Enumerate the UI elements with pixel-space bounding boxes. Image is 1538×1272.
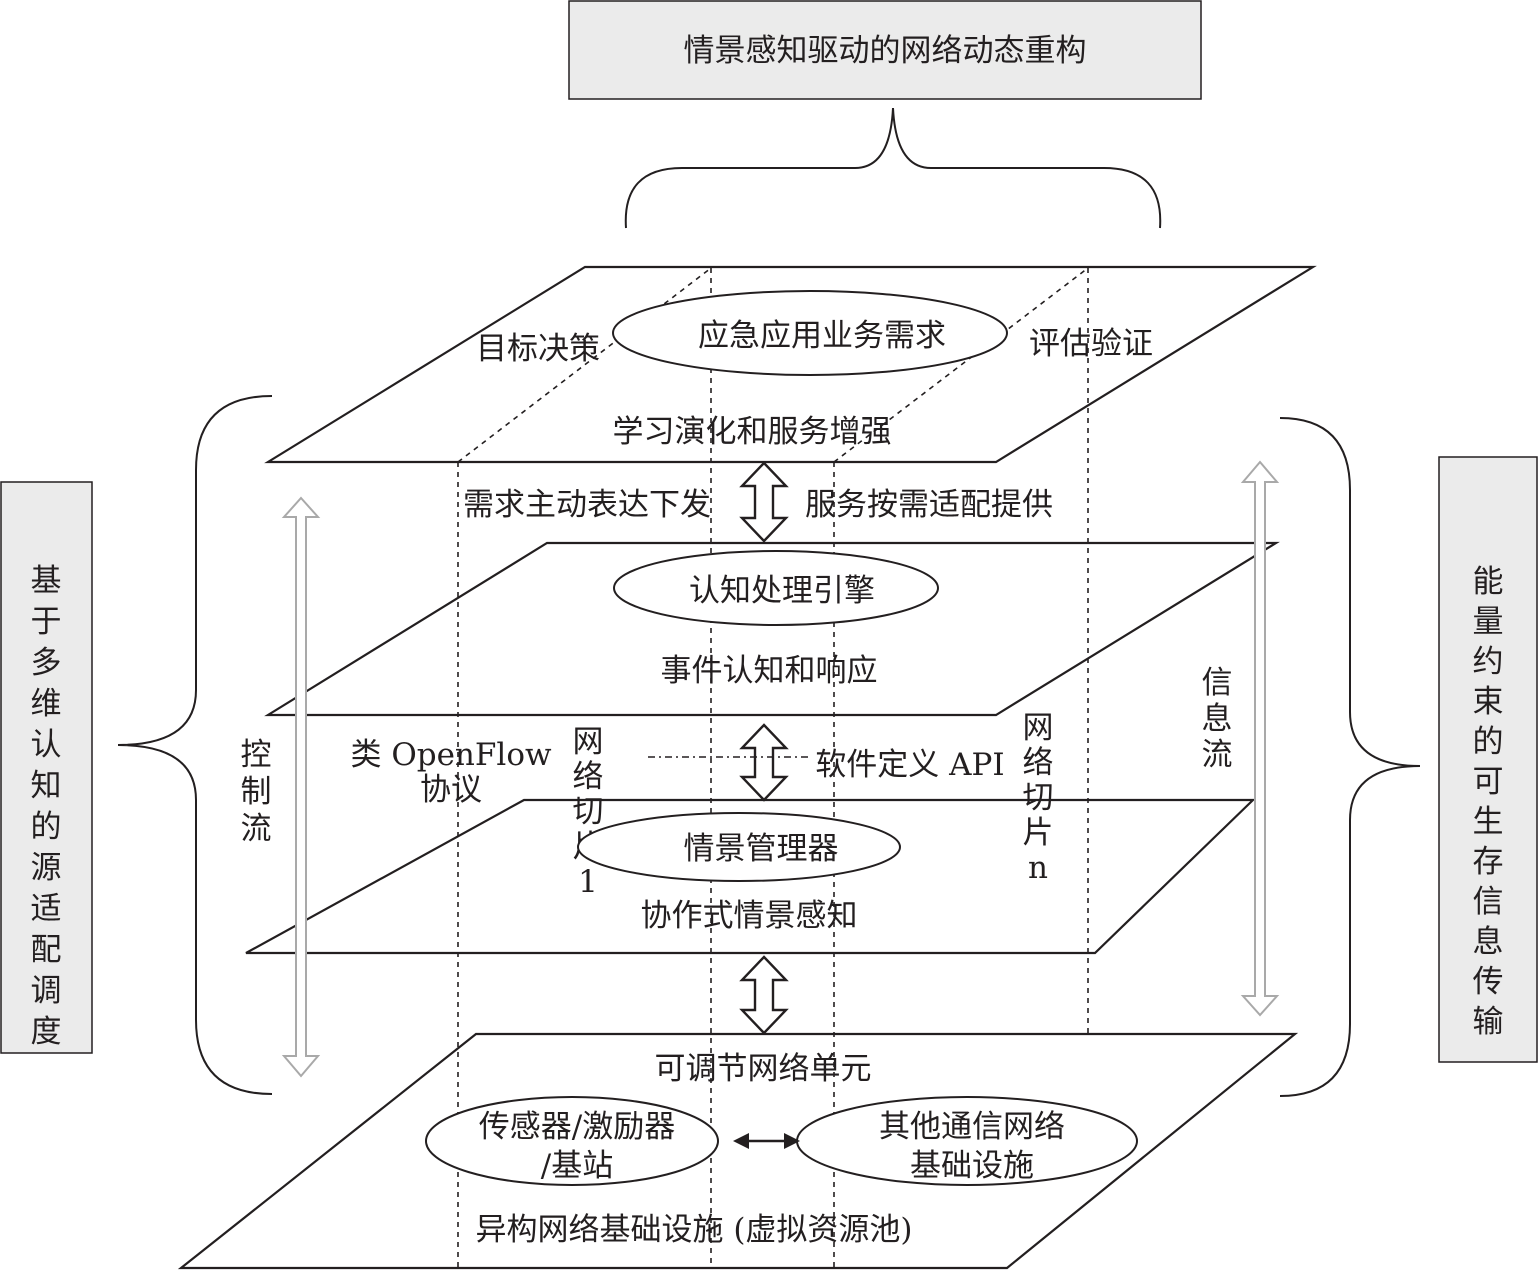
ellipse-context-manager [577,812,901,882]
label-emergency-demand: 应急应用业务需求 [698,318,946,354]
label-heterogeneous-infra: 异构网络基础设施 (虚拟资源池) [475,1212,912,1248]
ellipse-sensors [425,1096,719,1186]
vertical-char: 生 [1473,804,1504,840]
label-sensors-line2: /基站 [541,1148,613,1184]
info-flow-arrow [1240,460,1280,1017]
vertical-char: 适 [31,891,62,927]
vertical-char: 调 [31,973,62,1009]
label-software-defined-api: 软件定义 API [815,747,1004,783]
right-side-box [1438,456,1538,1063]
top-title-box [568,0,1202,100]
label-info-flow: 信息流 [1202,665,1233,773]
top-brace [624,107,1162,229]
top-title-label: 情景感知驱动的网络动态重构 [684,33,1087,69]
vertical-char: 存 [1473,844,1504,880]
vertical-char: 络 [1023,745,1054,781]
vertical-char: 束 [1473,684,1504,720]
vertical-char: 基 [31,563,62,599]
vertical-char: 信 [1202,665,1233,701]
label-other-networks-line2: 基础设施 [910,1148,1034,1184]
label-network-slice-1: 网络切片1 [573,724,604,900]
arrow-layer2-layer3 [739,723,789,802]
vertical-char: 可 [1473,764,1504,800]
label-cognitive-engine: 认知处理引擎 [689,573,875,609]
vertical-char: 信 [1473,884,1504,920]
plane-layer-4 [177,1032,1299,1270]
label-openflow-line2: 协议 [420,772,482,808]
label-evaluation: 评估验证 [1029,326,1153,362]
label-other-networks-line1: 其他通信网络 [879,1109,1065,1145]
vertical-char: 络 [573,759,604,795]
vertical-char: 知 [31,768,62,804]
left-side-label: 基于多维认知的源适配调度 [31,563,62,1050]
vertical-char: 传 [1473,964,1504,1000]
label-demand-expression: 需求主动表达下发 [463,487,711,523]
vertical-char: 输 [1473,1004,1504,1040]
label-adjustable-unit: 可调节网络单元 [655,1051,872,1087]
vertical-char: 网 [1023,710,1054,746]
vertical-char: 控 [241,737,272,773]
vertical-char: 流 [241,811,272,847]
vertical-char: 制 [241,774,272,810]
label-context-manager: 情景管理器 [684,831,839,867]
vertical-char: 约 [1473,644,1504,680]
label-collaborative-sensing: 协作式情景感知 [641,898,858,934]
vertical-char: 于 [31,604,62,640]
vertical-char: 配 [31,932,62,968]
vertical-char: 息 [1202,701,1233,737]
vertical-char: 网 [573,724,604,760]
vertical-char: 能 [1473,564,1504,600]
vertical-char: 源 [31,850,62,886]
vertical-char: 量 [1473,604,1504,640]
label-control-flow: 控制流 [241,737,272,847]
vertical-char: 的 [1473,724,1504,760]
vertical-char: 息 [1473,924,1504,960]
label-learning-evolution: 学习演化和服务增强 [613,414,892,450]
arrow-sensors-networks [733,1133,800,1149]
plane-layer-2 [264,541,1280,717]
label-goal-decision: 目标决策 [476,331,600,367]
arrow-layer3-layer4 [739,955,789,1035]
vertical-char: 度 [31,1014,62,1050]
vertical-char: 切 [1023,780,1054,816]
left-brace [117,395,273,1095]
vertical-char: 流 [1202,737,1233,773]
arrow-layer1-layer2 [739,461,789,543]
vertical-char: 切 [573,794,604,830]
vertical-char: 1 [578,864,598,900]
left-side-box [0,481,93,1054]
vertical-char: 的 [31,809,62,845]
right-brace [1279,417,1421,1097]
vertical-char: 认 [31,727,62,763]
control-flow-arrow [281,496,321,1078]
vertical-char: 片 [1023,815,1054,851]
label-service-adaptation: 服务按需适配提供 [805,487,1053,523]
label-event-cognition: 事件认知和响应 [661,653,878,689]
ellipse-cognitive-engine [613,550,939,626]
label-openflow-line1: 类 OpenFlow [350,737,552,773]
label-sensors-line1: 传感器/激励器 [479,1109,675,1145]
right-side-label: 能量约束的可生存信息传输 [1473,564,1504,1040]
vertical-char: 维 [31,686,62,722]
vertical-char: n [1028,850,1048,886]
vertical-char: 多 [31,645,62,681]
ellipse-emergency-demand [612,290,1008,376]
